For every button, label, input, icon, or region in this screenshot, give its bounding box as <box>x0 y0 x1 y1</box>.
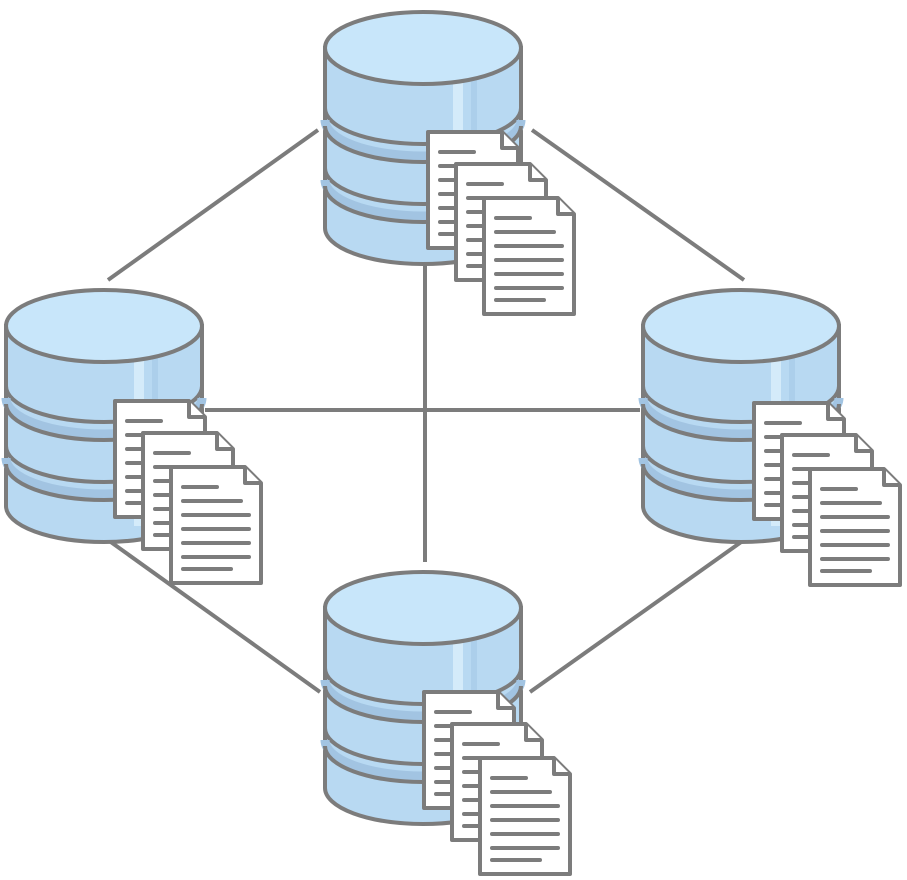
connectors <box>106 128 746 694</box>
document-stack-icon <box>754 403 900 585</box>
connector-right-bottom <box>528 538 746 694</box>
document-stack-icon <box>115 401 261 583</box>
database-node-left <box>6 290 261 583</box>
connector-top-left <box>106 128 320 282</box>
document-stack-icon <box>428 132 574 314</box>
database-node-bottom <box>325 572 570 874</box>
database-node-right <box>643 290 900 585</box>
document-stack-icon <box>424 692 570 874</box>
connector-left-bottom <box>106 538 322 694</box>
connector-top-right <box>530 128 746 282</box>
database-node-top <box>325 12 574 314</box>
